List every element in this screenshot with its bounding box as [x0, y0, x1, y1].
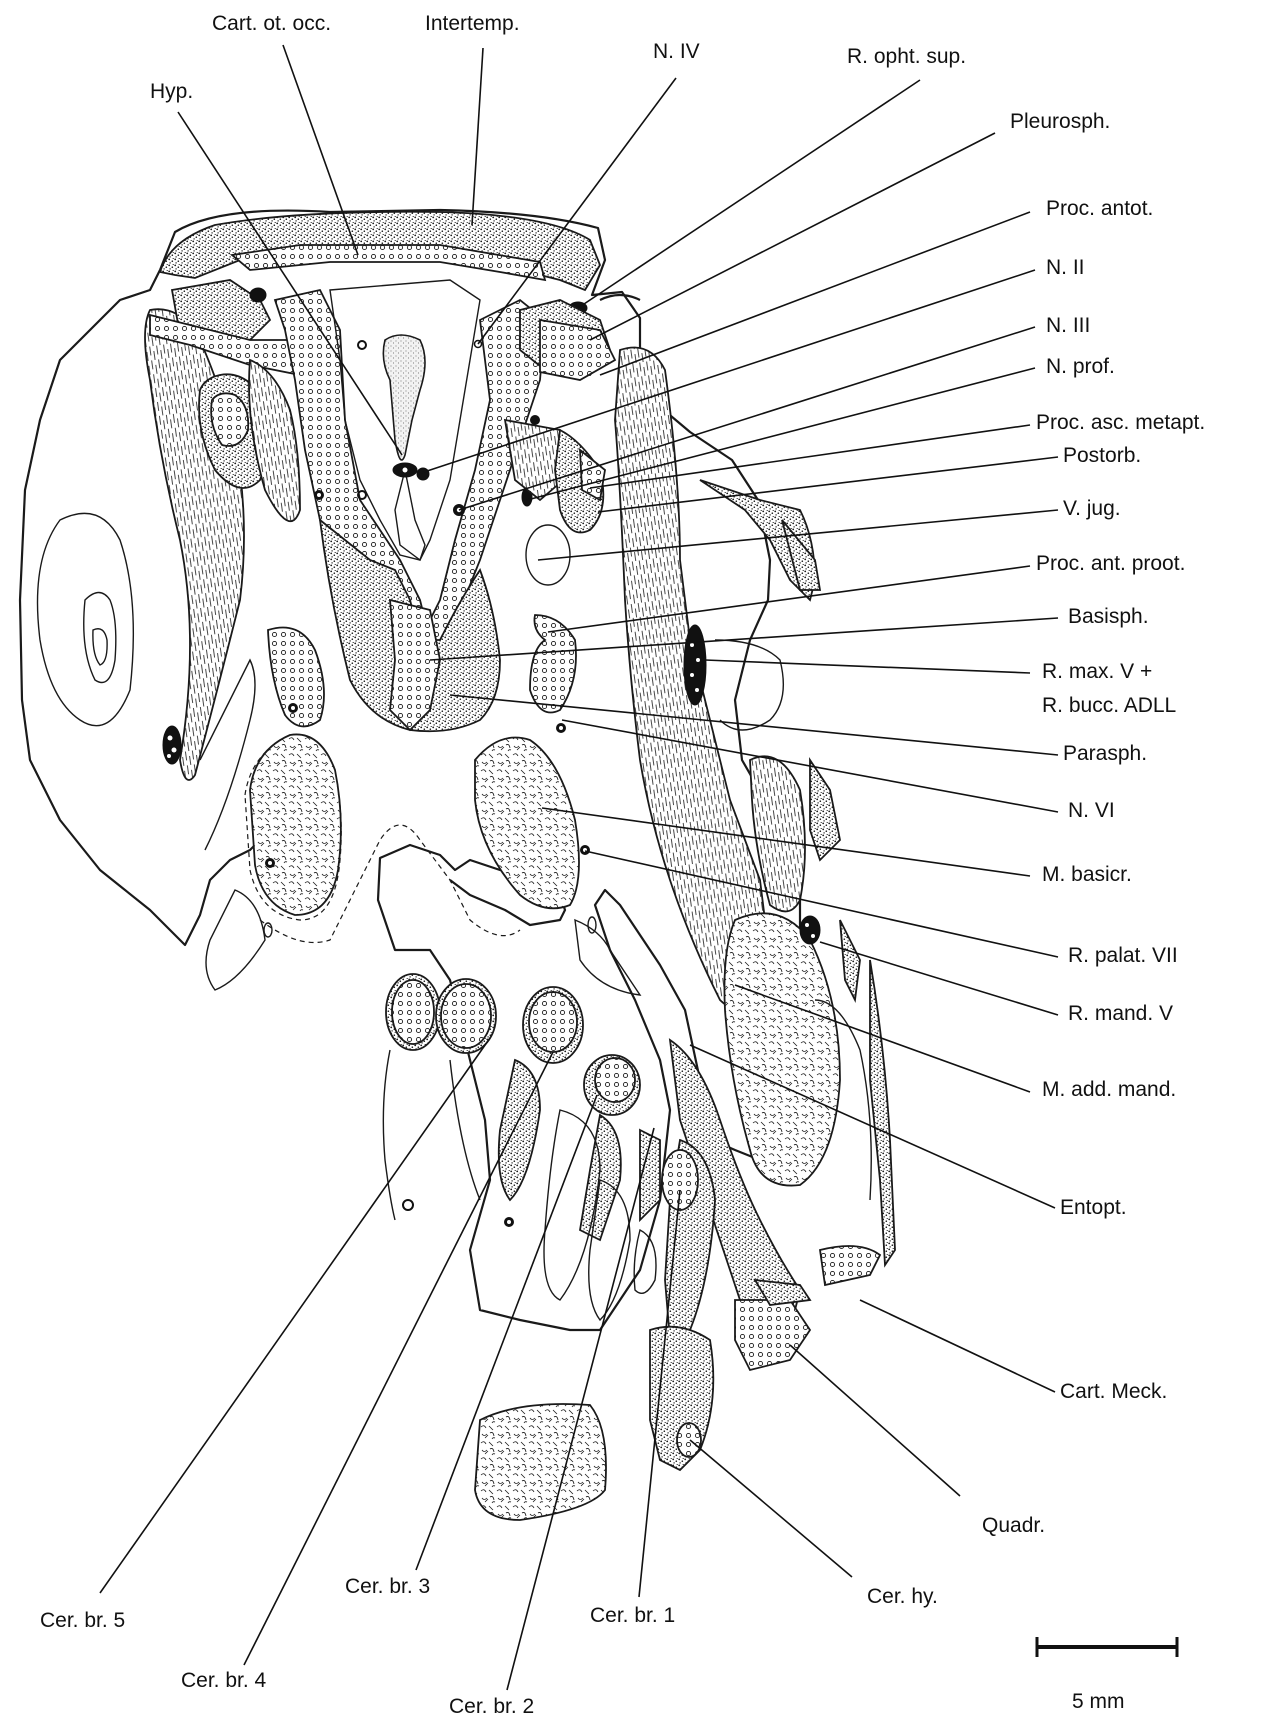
label-cer-br-2: Cer. br. 2 [449, 1695, 534, 1715]
label-cer-br-3: Cer. br. 3 [345, 1575, 430, 1598]
label-postorb: Postorb. [1063, 444, 1141, 467]
leader-cart-meck [860, 1300, 1055, 1392]
label-parasph: Parasph. [1063, 742, 1147, 765]
label-m-add-mand: M. add. mand. [1042, 1078, 1176, 1101]
leader-r-palat-vii [585, 851, 1058, 957]
central-region [268, 280, 615, 733]
basicranial-muscles [206, 734, 640, 995]
label-intertemp: Intertemp. [425, 12, 520, 35]
label-r-opht-sup: R. opht. sup. [847, 45, 966, 68]
leader-n-prof [527, 368, 1035, 500]
label-cer-br-5: Cer. br. 5 [40, 1609, 125, 1632]
label-basisph: Basisph. [1068, 605, 1149, 628]
label-hyp: Hyp. [150, 80, 193, 103]
leader-parasph [450, 695, 1058, 755]
label-m-basicr: M. basicr. [1042, 863, 1132, 886]
label-r-mand-v: R. mand. V [1068, 1002, 1173, 1025]
label-entopt: Entopt. [1060, 1196, 1127, 1219]
label-quadr: Quadr. [982, 1514, 1045, 1537]
right-region [615, 348, 895, 1371]
label-n-iv: N. IV [653, 40, 700, 63]
label-cart-ot-occ: Cart. ot. occ. [212, 12, 331, 35]
leader-cer-br-5 [100, 1038, 490, 1593]
leader-intertemp [472, 48, 483, 225]
label-proc-asc-metapt: Proc. asc. metapt. [1036, 411, 1205, 434]
branchial-arches [383, 974, 715, 1520]
label-r-max-v-line2: R. bucc. ADLL [1042, 694, 1176, 717]
label-cart-meck: Cart. Meck. [1060, 1380, 1167, 1403]
label-n-iii: N. III [1046, 314, 1090, 337]
leader-quadr [790, 1345, 960, 1496]
label-cer-br-4: Cer. br. 4 [181, 1669, 267, 1692]
label-n-vi: N. VI [1068, 799, 1115, 822]
label-proc-antot: Proc. antot. [1046, 197, 1153, 220]
scale-bar: 5 mm [1036, 1637, 1178, 1713]
scale-bar-label: 5 mm [1072, 1690, 1125, 1713]
leader-cer-br-4 [244, 1052, 553, 1665]
label-pleurosph: Pleurosph. [1010, 110, 1110, 133]
label-proc-ant-proot: Proc. ant. proot. [1036, 552, 1185, 575]
label-r-palat-vii: R. palat. VII [1068, 944, 1178, 967]
label-n-prof: N. prof. [1046, 355, 1115, 378]
leader-basisph [430, 618, 1058, 660]
label-n-ii: N. II [1046, 256, 1085, 279]
label-cer-hy: Cer. hy. [867, 1585, 938, 1608]
leader-r-max-v [705, 660, 1030, 673]
leader-cer-hy [690, 1440, 852, 1577]
label-r-max-v-line1: R. max. V + [1042, 660, 1152, 683]
label-cer-br-1: Cer. br. 1 [590, 1604, 675, 1627]
label-v-jug: V. jug. [1063, 497, 1121, 520]
